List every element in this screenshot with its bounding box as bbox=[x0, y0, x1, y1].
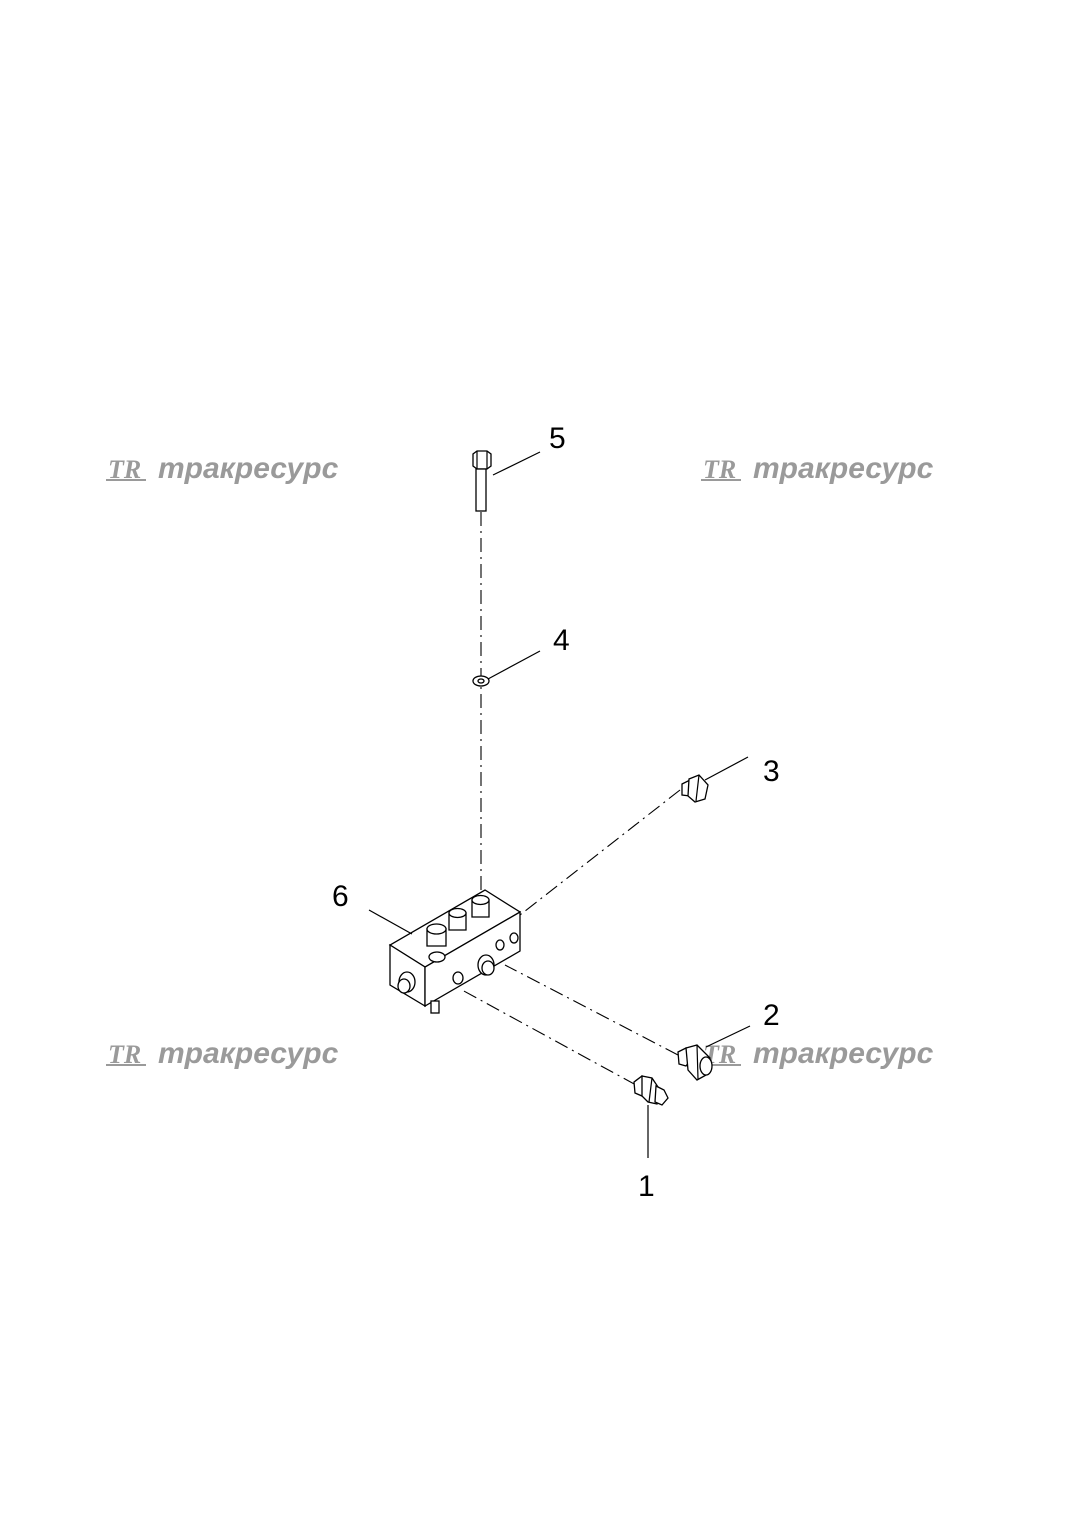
fitting-2-axis-line bbox=[504, 964, 679, 1056]
valve-block-part-6 bbox=[388, 889, 522, 1014]
watermark-text: тракресурс bbox=[158, 452, 339, 485]
plug-3-axis-line bbox=[519, 789, 681, 916]
fitting-part-1 bbox=[633, 1075, 669, 1106]
leader-line-5 bbox=[492, 451, 541, 476]
watermark-text: тракресурс bbox=[158, 1037, 339, 1070]
callout-4: 4 bbox=[553, 624, 570, 657]
watermark-top-left: TR тракресурс bbox=[106, 452, 339, 485]
fitting-1-axis-line bbox=[461, 989, 637, 1086]
leader-line-6 bbox=[368, 909, 413, 935]
bolt-part-5 bbox=[472, 450, 492, 512]
fitting-part-2 bbox=[677, 1044, 713, 1081]
watermark-bottom-left: TR тракресурс bbox=[106, 1037, 339, 1070]
watermark-text: тракресурс bbox=[753, 452, 934, 485]
callout-3: 3 bbox=[763, 755, 780, 788]
watermark-top-right: TR тракресурс bbox=[701, 452, 934, 485]
leader-line-4 bbox=[487, 650, 541, 680]
plug-part-3 bbox=[681, 774, 709, 803]
callout-6: 6 bbox=[332, 880, 349, 913]
watermark-bottom-right: TR тракресурс bbox=[701, 1037, 934, 1070]
leader-line-2 bbox=[705, 1025, 751, 1048]
callout-2: 2 bbox=[763, 999, 780, 1032]
watermark-text: тракресурс bbox=[753, 1037, 934, 1070]
washer-part-4 bbox=[472, 675, 490, 687]
callout-1: 1 bbox=[638, 1170, 655, 1203]
leader-line-3 bbox=[704, 756, 749, 781]
callout-5: 5 bbox=[549, 422, 566, 455]
